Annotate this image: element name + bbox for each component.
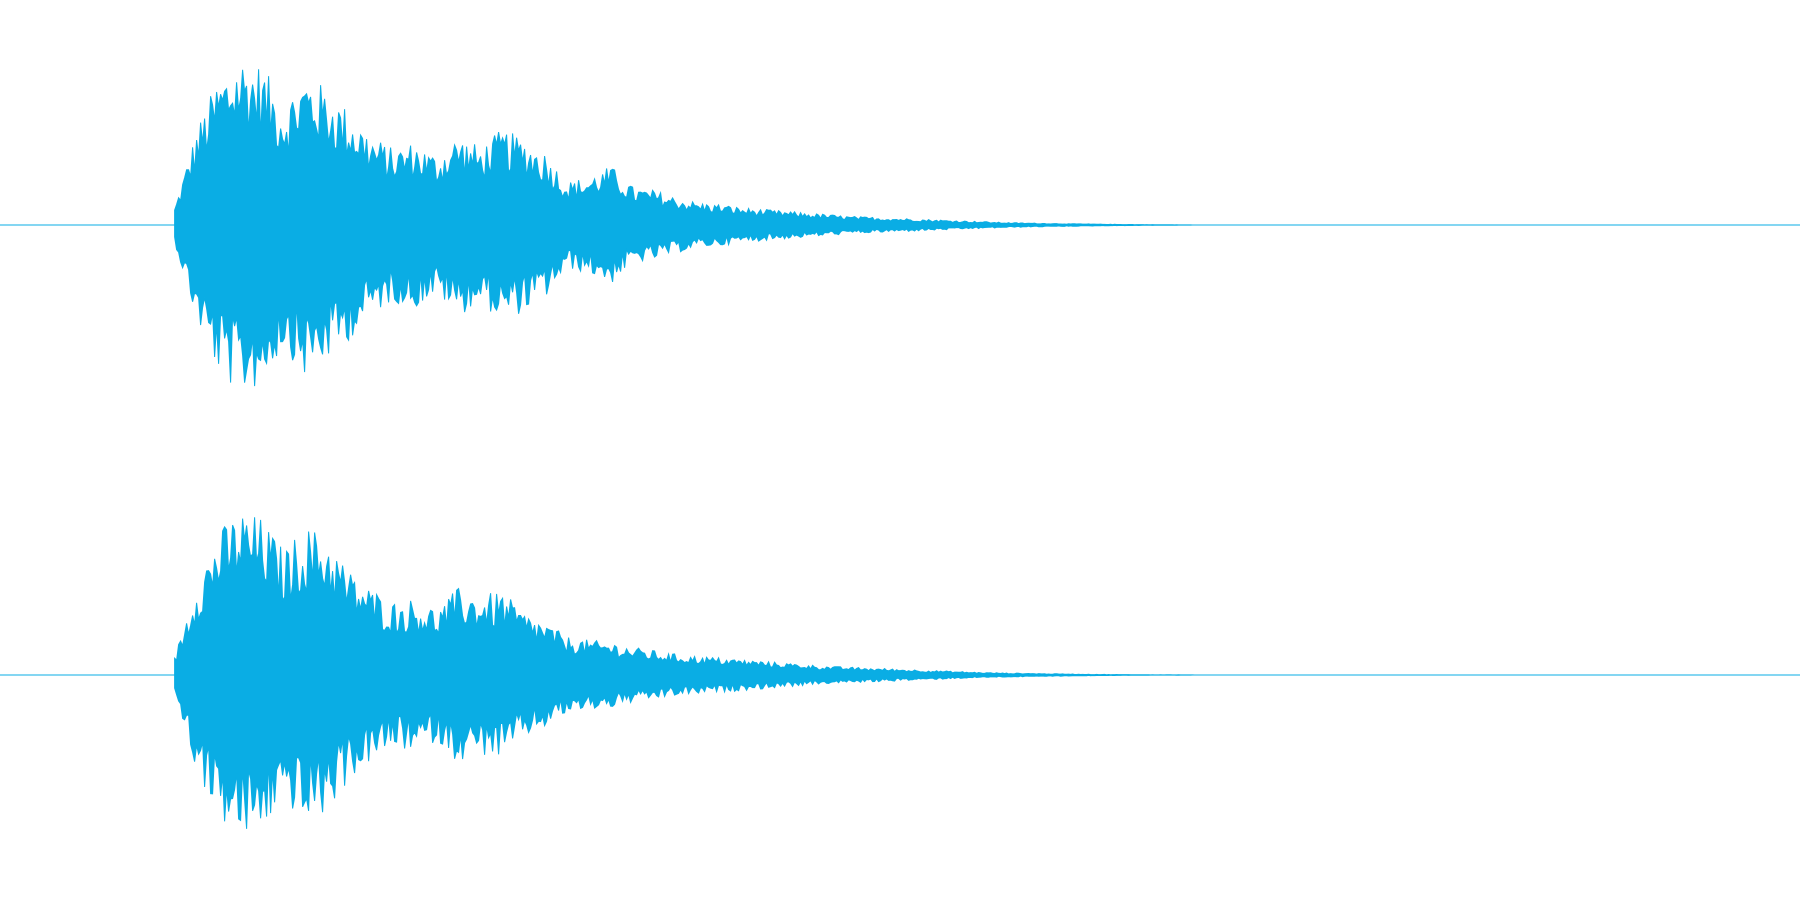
waveform-top: [174, 69, 1199, 387]
waveform-bottom-svg: [0, 517, 1800, 829]
waveform-channel-bottom: [0, 450, 1800, 900]
waveform-top-svg: [0, 69, 1800, 387]
waveform-bottom: [174, 517, 1199, 829]
waveform-channel-top: [0, 69, 1800, 387]
